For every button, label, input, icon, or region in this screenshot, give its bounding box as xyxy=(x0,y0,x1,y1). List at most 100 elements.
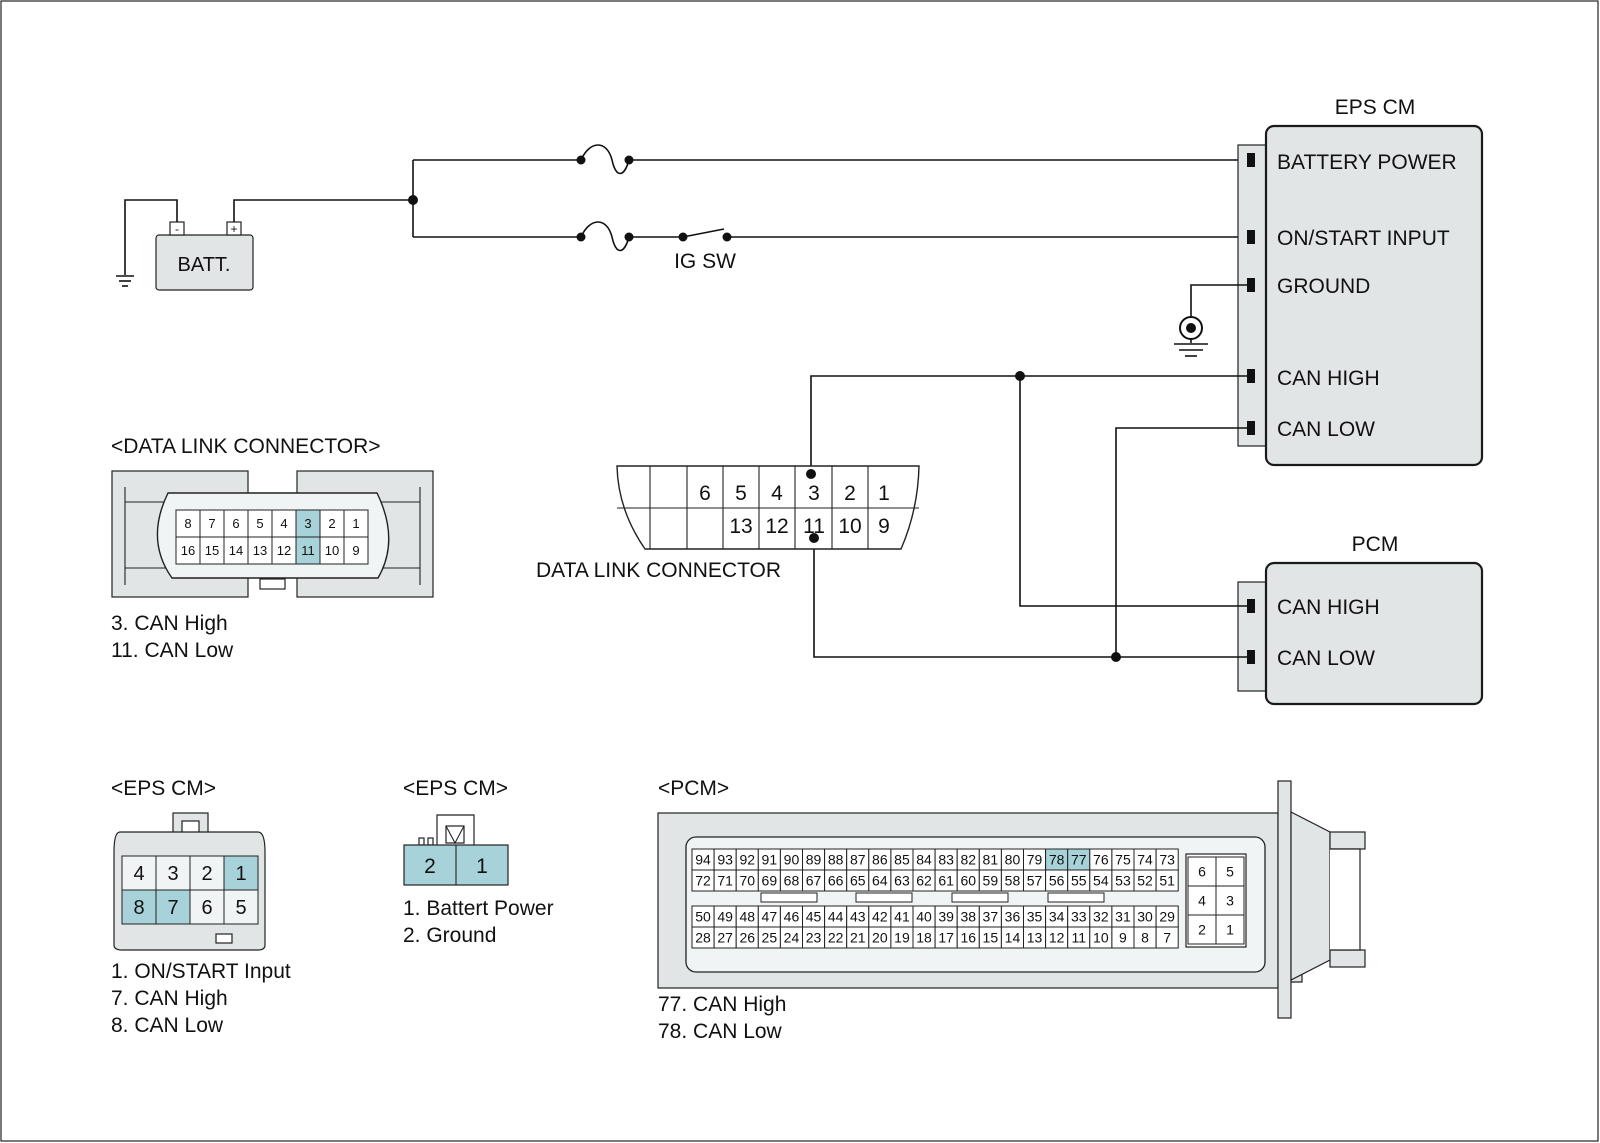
pcm-view-pin-label: 57 xyxy=(1027,873,1043,889)
pcm-view-pin: 43 xyxy=(846,905,870,928)
pcm-view-pin: 59 xyxy=(978,869,1002,892)
dlc-view-pin-label: 1 xyxy=(352,516,359,531)
pcm-view-pin-label: 45 xyxy=(806,909,822,925)
splice-dot xyxy=(806,469,816,479)
pcm-view-pin-label: 63 xyxy=(894,873,910,889)
pcm-view-pin-label: 79 xyxy=(1027,852,1043,868)
dlc-pin: 6 xyxy=(699,482,711,505)
pcm-view-pin: 58 xyxy=(1000,869,1025,892)
pcm-view-pin: 33 xyxy=(1067,905,1091,928)
pcm-key-slot xyxy=(951,892,1009,903)
dlc-pin: 5 xyxy=(735,482,747,505)
pcm-view-pin: 91 xyxy=(757,848,781,871)
dlc-view-pin: 9 xyxy=(343,536,369,565)
pcm-view-pin: 82 xyxy=(956,848,980,871)
pcm-view-pin-label: 17 xyxy=(938,930,954,946)
eps-view-a-pin-label: 1 xyxy=(235,863,246,885)
pcm-view-pin-label: 58 xyxy=(1005,873,1021,889)
pcm-view-pin: 60 xyxy=(956,869,980,892)
pcm-view-pin-label: 77 xyxy=(1071,852,1087,868)
dlc-connector xyxy=(616,465,920,550)
pcm-view-pin: 64 xyxy=(868,869,892,892)
pcm-view-pin-label: 15 xyxy=(983,930,999,946)
eps-view-b-legend-1: 1. Battert Power xyxy=(403,897,554,920)
pcm-view-pin: 69 xyxy=(757,869,781,892)
pcm-view-legend-1: 77. CAN High xyxy=(658,993,786,1016)
pcm-view-pin-label: 32 xyxy=(1093,909,1109,925)
pcm-view-pin: 67 xyxy=(802,869,826,892)
eps-view-a-pin: 8 xyxy=(121,889,157,925)
pcm-view-pin: 25 xyxy=(757,926,781,949)
pcm-view-pin: 61 xyxy=(934,869,958,892)
pcm-pin-can-high: CAN HIGH xyxy=(1277,596,1380,619)
pcm-view-pin: 79 xyxy=(1023,848,1047,871)
pcm-view-pin-label: 38 xyxy=(960,909,976,925)
pcm-view-pin: 14 xyxy=(1000,926,1025,949)
pcm-view-pin: 62 xyxy=(912,869,936,892)
dlc-view-pin-label: 2 xyxy=(328,516,335,531)
dlc-view-pin: 12 xyxy=(271,536,297,565)
pcm-view-pin: 40 xyxy=(912,905,936,928)
pcm-view-pin: 41 xyxy=(890,905,914,928)
pcm-view-small-pin-label: 3 xyxy=(1226,893,1234,909)
battery-positive-wire xyxy=(233,199,413,222)
dlc-view-pin-label: 15 xyxy=(205,543,219,558)
pcm-view-pin: 81 xyxy=(978,848,1002,871)
eps-cm-pin-can-high: CAN HIGH xyxy=(1277,367,1380,390)
pcm-view-pin-label: 35 xyxy=(1027,909,1043,925)
dlc-view-pin: 15 xyxy=(199,536,225,565)
dlc-view-pin: 4 xyxy=(271,509,297,538)
pcm-key-slot xyxy=(855,892,913,903)
pcm-view-pin-label: 20 xyxy=(872,930,888,946)
pcm-view-pin: 32 xyxy=(1089,905,1113,928)
pcm-view-pin-label: 29 xyxy=(1159,909,1175,925)
pcm-view-pin-label: 14 xyxy=(1005,930,1021,946)
pcm-view-legend-2: 78. CAN Low xyxy=(658,1020,783,1043)
eps-view-a-pin: 3 xyxy=(155,855,191,891)
dlc-view-legend-2: 11. CAN Low xyxy=(111,639,234,662)
pcm-view-pin: 22 xyxy=(824,926,848,949)
eps-cm-title: EPS CM xyxy=(1335,96,1416,119)
pcm-view-pin: 93 xyxy=(713,848,737,871)
pcm-view-pin-label: 50 xyxy=(695,909,711,925)
pcm-view-pin: 56 xyxy=(1045,869,1069,892)
pcm-connector xyxy=(1237,581,1269,692)
eps-view-a-pin: 4 xyxy=(121,855,157,891)
chassis-ground-icon xyxy=(116,275,134,287)
pcm-view-pin: 72 xyxy=(691,869,715,892)
pcm-pins xyxy=(1247,599,1255,664)
dlc-view-pin: 1 xyxy=(343,509,369,538)
pcm-view-pin: 84 xyxy=(912,848,936,871)
eps-cm-pins xyxy=(1247,153,1255,435)
pcm-view-pin: 73 xyxy=(1155,848,1179,871)
battery-plus-sign: + xyxy=(230,222,237,236)
dlc-view-pin-label: 12 xyxy=(277,543,291,558)
pcm-view-pin-label: 10 xyxy=(1093,930,1109,946)
eps-view-a-pin-label: 2 xyxy=(201,863,212,885)
pcm-view-pin-label: 94 xyxy=(695,852,711,868)
dlc-view-pin-label: 13 xyxy=(253,543,267,558)
pcm-view-pin-label: 43 xyxy=(850,909,866,925)
dlc-pin: 2 xyxy=(844,482,856,505)
pcm-view-pin-label: 64 xyxy=(872,873,888,889)
ig-switch-label: IG SW xyxy=(674,250,736,273)
pcm-view-pin-label: 72 xyxy=(695,873,711,889)
pcm-view-pin: 89 xyxy=(802,848,826,871)
battery-minus-sign: - xyxy=(175,222,179,236)
eps-ground-wire xyxy=(1190,284,1247,317)
pcm-view-pin: 29 xyxy=(1155,905,1179,928)
pcm-view-pin-label: 93 xyxy=(717,852,733,868)
pcm-view-pin-label: 86 xyxy=(872,852,888,868)
pcm-view-small-pin: 6 xyxy=(1187,856,1217,887)
eps-view-b-pin: 1 xyxy=(476,855,488,878)
battery-label: BATT. xyxy=(178,254,231,276)
dlc-pin: 3 xyxy=(808,482,820,505)
pcm-view-pin: 78 xyxy=(1045,848,1069,871)
pcm-view-pin: 28 xyxy=(691,926,715,949)
dlc-pin: 10 xyxy=(838,515,861,538)
eps-view-a-pin: 1 xyxy=(223,855,259,891)
pcm-view-pin-label: 84 xyxy=(916,852,932,868)
dlc-view-pin-label: 10 xyxy=(325,543,339,558)
dlc-view-pin: 14 xyxy=(223,536,249,565)
